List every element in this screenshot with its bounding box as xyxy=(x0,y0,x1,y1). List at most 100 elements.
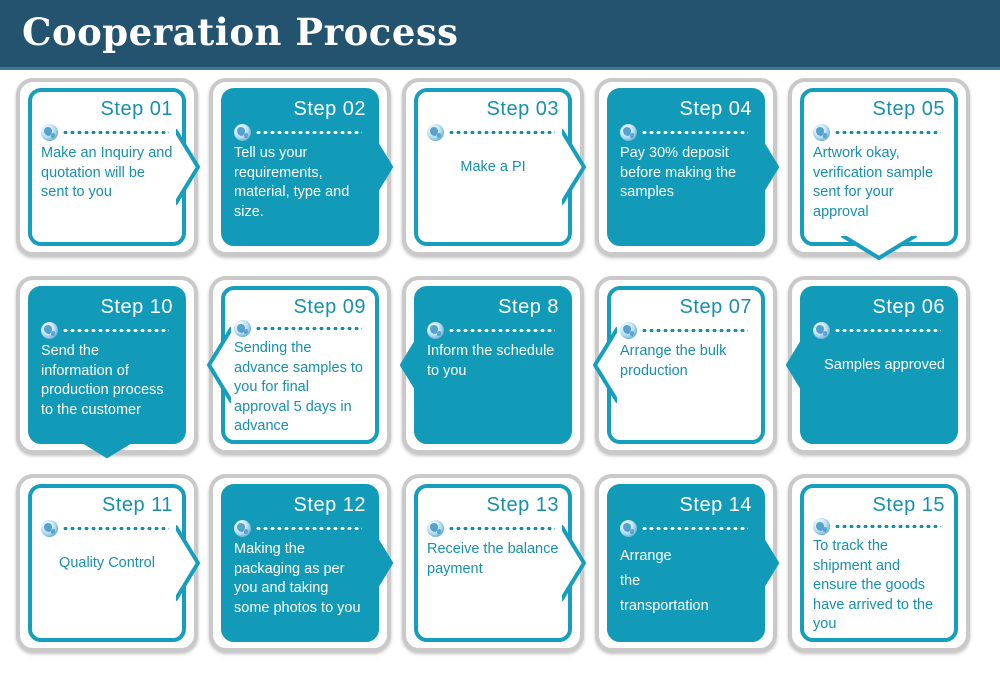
step-title: Step 06 xyxy=(872,296,945,318)
step-divider xyxy=(427,518,559,538)
step-description: Make an Inquiry and quotation will be se… xyxy=(41,145,173,200)
dotted-rule xyxy=(62,328,169,332)
step-card-content: Step 12 Making the packaging as per you a… xyxy=(225,488,375,638)
step-title: Step 02 xyxy=(293,98,366,120)
globe-icon xyxy=(620,321,637,339)
step-card[interactable]: Step 12 Making the packaging as per you a… xyxy=(221,484,393,642)
process-step-cell: Step 06 Samples approved xyxy=(786,276,970,454)
dotted-rule xyxy=(834,130,941,134)
globe-icon xyxy=(234,519,251,537)
globe-icon xyxy=(41,123,58,141)
step-divider xyxy=(41,320,173,340)
step-divider xyxy=(427,122,559,142)
arrow-down-icon xyxy=(835,236,923,280)
step-title: Step 15 xyxy=(872,494,945,516)
step-title: Step 8 xyxy=(498,296,559,318)
globe-icon xyxy=(813,518,830,535)
step-card[interactable]: Step 8 Inform the schedule to you xyxy=(400,286,572,444)
dotted-rule xyxy=(255,327,362,330)
arrow-down-icon xyxy=(63,434,151,478)
step-divider xyxy=(234,518,366,538)
step-divider xyxy=(41,122,173,142)
step-description: Sending the advance samples to you for f… xyxy=(234,340,363,434)
step-title: Step 04 xyxy=(679,98,752,120)
process-step-cell: Step 13 Receive the balance payment xyxy=(402,474,586,652)
step-card-content: Step 06 Samples approved xyxy=(804,290,954,440)
dotted-rule xyxy=(641,526,748,530)
step-card[interactable]: Step 06 Samples approved xyxy=(786,286,958,444)
dotted-rule xyxy=(448,130,555,134)
step-divider xyxy=(620,518,752,538)
step-description: Samples approved xyxy=(824,357,945,373)
step-title: Step 07 xyxy=(679,296,752,318)
process-row-1: Step 01 Make an Inquiry and quotation wil… xyxy=(0,78,1000,268)
step-description: Artwork okay, verification sample sent f… xyxy=(813,145,934,220)
globe-icon xyxy=(427,321,444,339)
globe-icon xyxy=(234,320,251,337)
step-card[interactable]: Step 02 Tell us your requirements, materi… xyxy=(221,88,393,246)
step-title: Step 09 xyxy=(293,296,366,318)
step-description: Arrange the transportation xyxy=(620,548,709,614)
dotted-rule xyxy=(255,130,362,134)
step-description: Arrange the bulk production xyxy=(620,343,727,379)
process-step-cell: Step 09 Sending the advance samples to yo… xyxy=(207,276,391,454)
step-title: Step 13 xyxy=(486,494,559,516)
step-card[interactable]: Step 01 Make an Inquiry and quotation wil… xyxy=(28,88,200,246)
step-card-content: Step 13 Receive the balance payment xyxy=(418,488,568,638)
dotted-rule xyxy=(255,526,362,530)
step-card-content: Step 07 Arrange the bulk production xyxy=(611,290,761,440)
dotted-rule xyxy=(834,328,941,332)
dotted-rule xyxy=(62,130,169,134)
globe-icon xyxy=(813,321,830,339)
step-description: Receive the balance payment xyxy=(427,541,559,577)
step-divider xyxy=(234,320,366,337)
process-step-cell: Step 02 Tell us your requirements, materi… xyxy=(209,78,393,256)
step-title: Step 10 xyxy=(100,296,173,318)
step-divider xyxy=(813,518,945,535)
globe-icon xyxy=(813,123,830,141)
globe-icon xyxy=(620,519,637,537)
step-card-content: Step 09 Sending the advance samples to yo… xyxy=(225,290,375,440)
step-card[interactable]: Step 09 Sending the advance samples to yo… xyxy=(207,286,379,444)
step-description: Inform the schedule to you xyxy=(427,343,555,379)
page-header: Cooperation Process xyxy=(0,0,1000,70)
globe-icon xyxy=(620,123,637,141)
globe-icon xyxy=(41,519,58,537)
globe-icon xyxy=(234,123,251,141)
step-title: Step 01 xyxy=(100,98,173,120)
step-divider xyxy=(813,320,945,340)
step-title: Step 12 xyxy=(293,494,366,516)
dotted-rule xyxy=(641,328,748,332)
step-card[interactable]: Step 07 Arrange the bulk production xyxy=(593,286,765,444)
step-divider xyxy=(234,122,366,142)
step-description: Tell us your requirements, material, typ… xyxy=(234,145,350,220)
dotted-rule xyxy=(834,525,941,528)
dotted-rule xyxy=(62,526,169,530)
step-description: Making the packaging as per you and taki… xyxy=(234,541,361,616)
process-flow-board: Step 01 Make an Inquiry and quotation wil… xyxy=(0,70,1000,677)
step-divider xyxy=(813,122,945,142)
dotted-rule xyxy=(641,130,748,134)
step-title: Step 03 xyxy=(486,98,559,120)
dotted-rule xyxy=(448,526,555,530)
step-card-content: Step 8 Inform the schedule to you xyxy=(418,290,568,440)
globe-icon xyxy=(41,321,58,339)
step-card[interactable]: Step 13 Receive the balance payment xyxy=(414,484,586,642)
